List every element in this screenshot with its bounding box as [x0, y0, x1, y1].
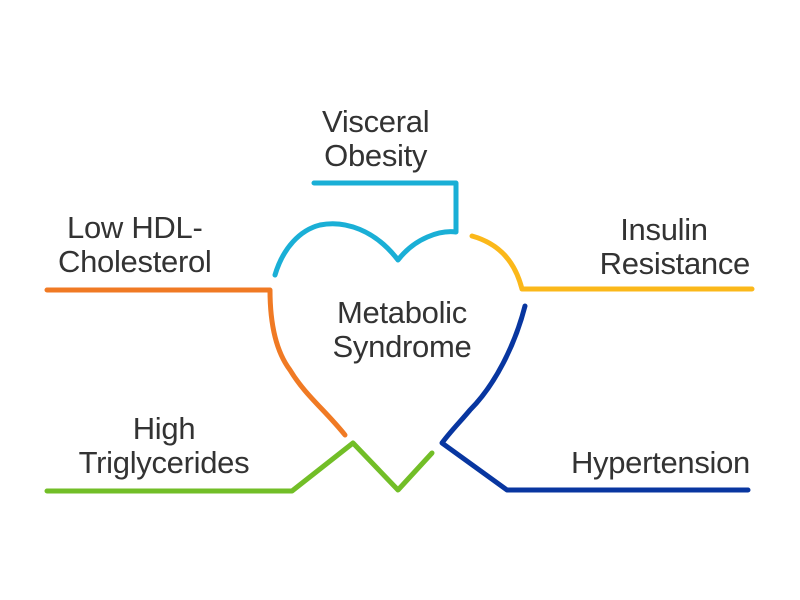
- visceral-obesity-label: Visceral Obesity: [322, 104, 430, 173]
- high-triglycerides-label: High Triglycerides: [78, 411, 250, 480]
- insulin-resistance-connector: [469, 233, 755, 292]
- low-hdl-label: Low HDL- Cholesterol: [58, 210, 212, 279]
- low-hdl-connector: [44, 287, 348, 438]
- hypertension-connector: [439, 303, 751, 493]
- insulin-resistance-label: Insulin Resistance: [599, 212, 751, 281]
- center-title: Metabolic Syndrome: [332, 295, 472, 364]
- visceral-obesity-connector: [272, 180, 459, 278]
- hypertension-label: Hypertension: [570, 445, 750, 480]
- high-triglycerides-connector: [44, 440, 435, 494]
